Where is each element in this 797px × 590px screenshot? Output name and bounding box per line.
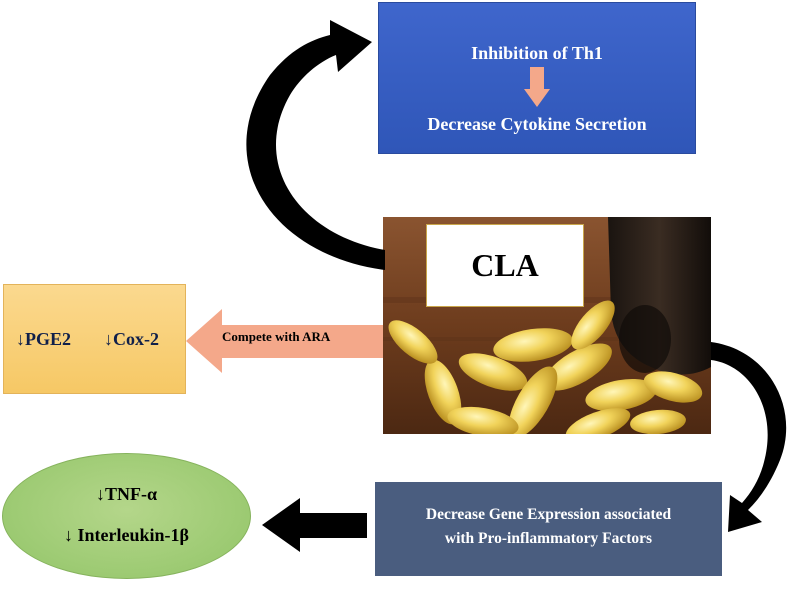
- compete-with-ara-label: Compete with ARA: [222, 329, 331, 344]
- tnf-interleukin-ellipse: ↓TNF-α ↓ Interleukin-1β: [2, 453, 251, 579]
- curved-arrow-up: [246, 20, 385, 270]
- gene-expression-box: Decrease Gene Expression associated with…: [375, 482, 722, 576]
- curved-arrow-down: [711, 342, 787, 532]
- inhibition-th1-text: Inhibition of Th1: [471, 43, 603, 63]
- pge2-cox2-box: ↓PGE2 ↓Cox-2: [3, 284, 186, 394]
- gene-expression-text-line2: with Pro-inflammatory Factors: [444, 530, 653, 547]
- down-arrow-icon: [524, 67, 550, 107]
- pge2-text: ↓PGE2: [16, 329, 72, 349]
- cox2-text: ↓Cox-2: [104, 329, 159, 349]
- left-arrow-to-ellipse: [262, 498, 367, 552]
- cla-label: CLA: [426, 224, 584, 307]
- interleukin-text: ↓ Interleukin-1β: [64, 525, 189, 545]
- tnf-alpha-text: ↓TNF-α: [95, 484, 158, 504]
- gene-expression-text-line1: Decrease Gene Expression associated: [425, 506, 672, 523]
- inhibition-th1-box: Inhibition of Th1 Decrease Cytokine Secr…: [378, 2, 696, 154]
- decrease-cytokine-text: Decrease Cytokine Secretion: [427, 114, 647, 134]
